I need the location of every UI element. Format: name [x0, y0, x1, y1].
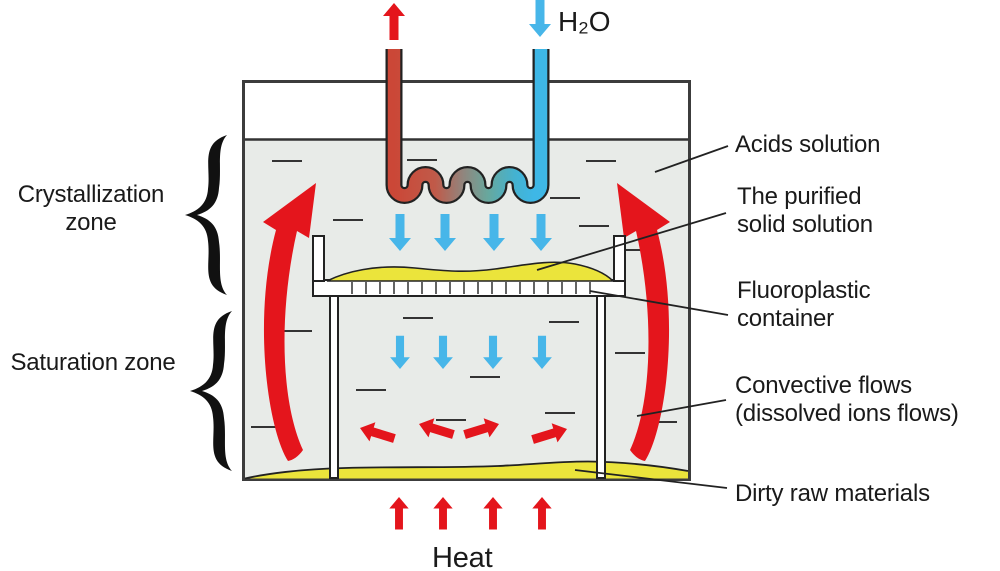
- container-wall-left: [312, 235, 325, 282]
- purified-solid-solution-label: The purified solid solution: [737, 183, 873, 239]
- convective-flow-arrow-left: [263, 183, 316, 461]
- saturation-zone-brace-icon: [190, 311, 232, 471]
- callout-leader-lines: [536, 145, 729, 489]
- saturation-zone-label: Saturation zone: [10, 349, 176, 376]
- fluoroplastic-container-label: Fluoroplastic container: [737, 277, 871, 333]
- leader-dirty-raw: [574, 469, 728, 489]
- heat-label: Heat: [432, 542, 493, 571]
- dirty-raw-materials-label: Dirty raw materials: [735, 480, 930, 507]
- water-inlet-label: H₂O: [558, 6, 611, 37]
- fluoroplastic-container: [312, 235, 626, 479]
- dissolved-ions-dashes: [251, 159, 677, 428]
- heat-exchanger-coil: [385, 49, 550, 204]
- leader-convective-flows: [636, 399, 727, 417]
- crystallization-zone-label: Crystallization zone: [17, 181, 165, 237]
- acids-solution-liquid: [245, 139, 688, 478]
- dirty-raw-materials-layer: [245, 461, 688, 479]
- leader-fluoroplastic: [589, 290, 729, 316]
- dirty-raw-materials-surface: [244, 460, 689, 480]
- hot-outflow-arrow: [383, 3, 405, 40]
- container-wall-right: [613, 235, 626, 282]
- water-inflow-arrow: [529, 0, 551, 37]
- container-leg-left: [329, 295, 339, 479]
- convective-flow-arrow-right: [617, 183, 670, 461]
- acids-solution-label: Acids solution: [735, 131, 881, 158]
- coil-tube: [387, 49, 548, 202]
- leader-purified-solid: [536, 212, 727, 271]
- container-perforations: [351, 282, 591, 294]
- container-leg-right: [596, 295, 606, 479]
- crystallization-zone-brace-icon: [185, 135, 227, 295]
- heat-input-arrows: [389, 497, 552, 530]
- container-slab: [312, 279, 626, 297]
- convective-flows-label: Convective flows (dissolved ions flows): [735, 372, 959, 428]
- leader-acids-solution: [654, 145, 729, 173]
- purified-solid-solution-mound: [326, 261, 615, 282]
